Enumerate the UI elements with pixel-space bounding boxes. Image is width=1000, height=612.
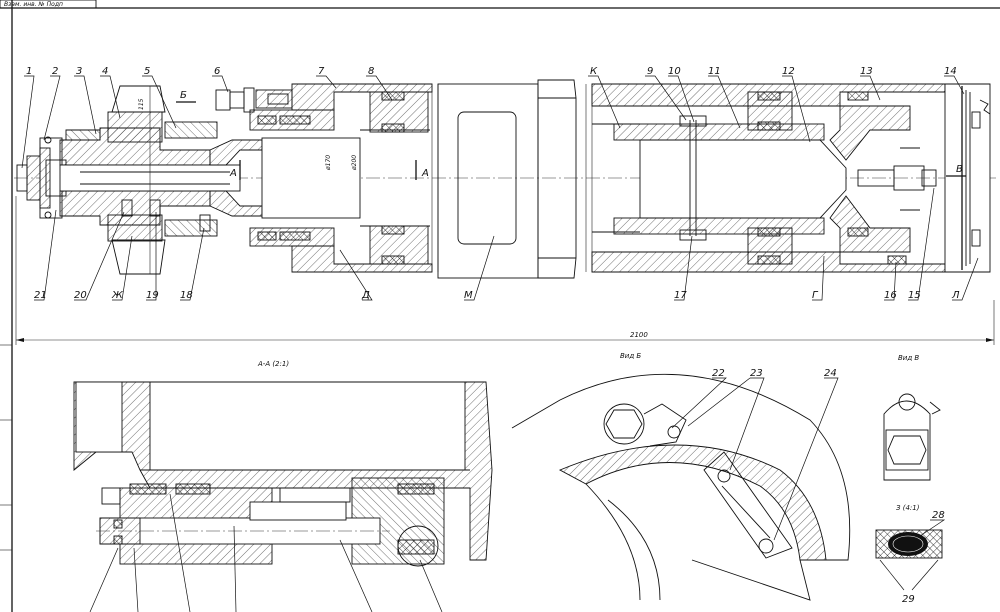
callout-24: 24 bbox=[824, 368, 837, 379]
callout-g: Г bbox=[812, 290, 819, 301]
callout-13: 13 bbox=[860, 66, 873, 77]
callout-15: 15 bbox=[908, 290, 921, 301]
section-mark-v: В bbox=[956, 164, 963, 175]
callout-2: 2 bbox=[52, 66, 58, 77]
callout-21: 21 bbox=[34, 290, 47, 301]
callout-11: 11 bbox=[708, 66, 721, 77]
callout-19: 19 bbox=[146, 290, 159, 301]
section-mark-b: Б bbox=[180, 90, 187, 101]
callout-6: 6 bbox=[214, 66, 220, 77]
callout-zh: Ж bbox=[111, 290, 124, 301]
callout-10: 10 bbox=[668, 66, 681, 77]
callout-8: 8 bbox=[368, 66, 374, 77]
callout-1: 1 bbox=[26, 66, 32, 77]
callouts-top: 1 2 3 4 5 6 7 8 К 9 10 11 12 13 14 bbox=[21, 66, 965, 169]
view-v: Вид В bbox=[883, 354, 941, 481]
detail-z-title: З (4:1) bbox=[896, 504, 920, 512]
callout-m: М bbox=[464, 290, 473, 301]
dim-d2: ø200 bbox=[351, 155, 358, 171]
callout-14: 14 bbox=[944, 66, 957, 77]
callout-5: 5 bbox=[144, 66, 150, 77]
callout-k: К bbox=[590, 66, 598, 77]
callout-29: 29 bbox=[902, 594, 915, 605]
callout-12: 12 bbox=[782, 66, 795, 77]
section-mark-a-left: А bbox=[229, 168, 237, 179]
dim-length: 2100 bbox=[630, 331, 648, 339]
section-aa-title: А-А (2:1) bbox=[257, 360, 289, 368]
callout-4: 4 bbox=[102, 66, 108, 77]
main-assembly-view: 115 ø170 ø2 bbox=[14, 79, 998, 345]
callout-d: Д bbox=[361, 290, 370, 301]
callout-23: 23 bbox=[750, 368, 763, 379]
callout-3: 3 bbox=[76, 66, 82, 77]
callout-17: 17 bbox=[674, 290, 687, 301]
callout-9: 9 bbox=[647, 66, 653, 77]
section-aa-view: А-А (2:1) bbox=[73, 360, 493, 612]
callout-16: 16 bbox=[884, 290, 897, 301]
detail-z: З (4:1) 28 29 bbox=[875, 504, 946, 605]
stamp-text: Взам. инв. № Подп bbox=[4, 1, 63, 8]
callout-7: 7 bbox=[318, 66, 325, 77]
callout-28: 28 bbox=[932, 510, 945, 521]
section-mark-a-right: А bbox=[421, 168, 429, 179]
view-b: Вид Б 22 23 24 bbox=[511, 352, 851, 601]
view-b-title: Вид Б bbox=[620, 352, 641, 360]
dim-d1: ø170 bbox=[325, 155, 332, 171]
callout-l: Л bbox=[951, 290, 960, 301]
callout-20: 20 bbox=[74, 290, 87, 301]
callout-22: 22 bbox=[712, 368, 725, 379]
view-v-title: Вид В bbox=[898, 354, 919, 362]
callouts-bottom: 21 20 Ж 19 18 Д М 17 Г 16 15 Л bbox=[34, 187, 979, 301]
dim-height: 115 bbox=[138, 98, 145, 110]
callout-18: 18 bbox=[180, 290, 193, 301]
